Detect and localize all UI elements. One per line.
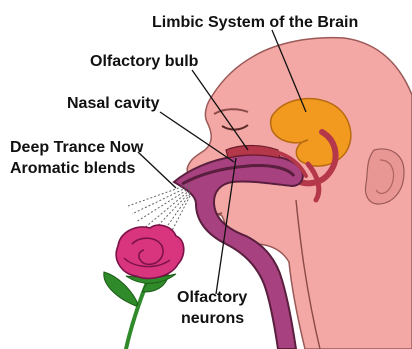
rose bbox=[104, 225, 184, 349]
product-pointer bbox=[138, 152, 176, 188]
label-olfactory-neurons-line1: Olfactory bbox=[177, 289, 247, 306]
label-olfactory-bulb: Olfactory bulb bbox=[90, 53, 199, 70]
rose-bloom bbox=[116, 225, 184, 278]
label-olfactory-neurons-line2: neurons bbox=[181, 310, 244, 327]
label-nasal-cavity: Nasal cavity bbox=[67, 95, 160, 112]
label-limbic-system: Limbic System of the Brain bbox=[152, 14, 358, 31]
label-product-line2: Aromatic blends bbox=[10, 160, 135, 177]
label-product-line1: Deep Trance Now bbox=[10, 139, 144, 156]
